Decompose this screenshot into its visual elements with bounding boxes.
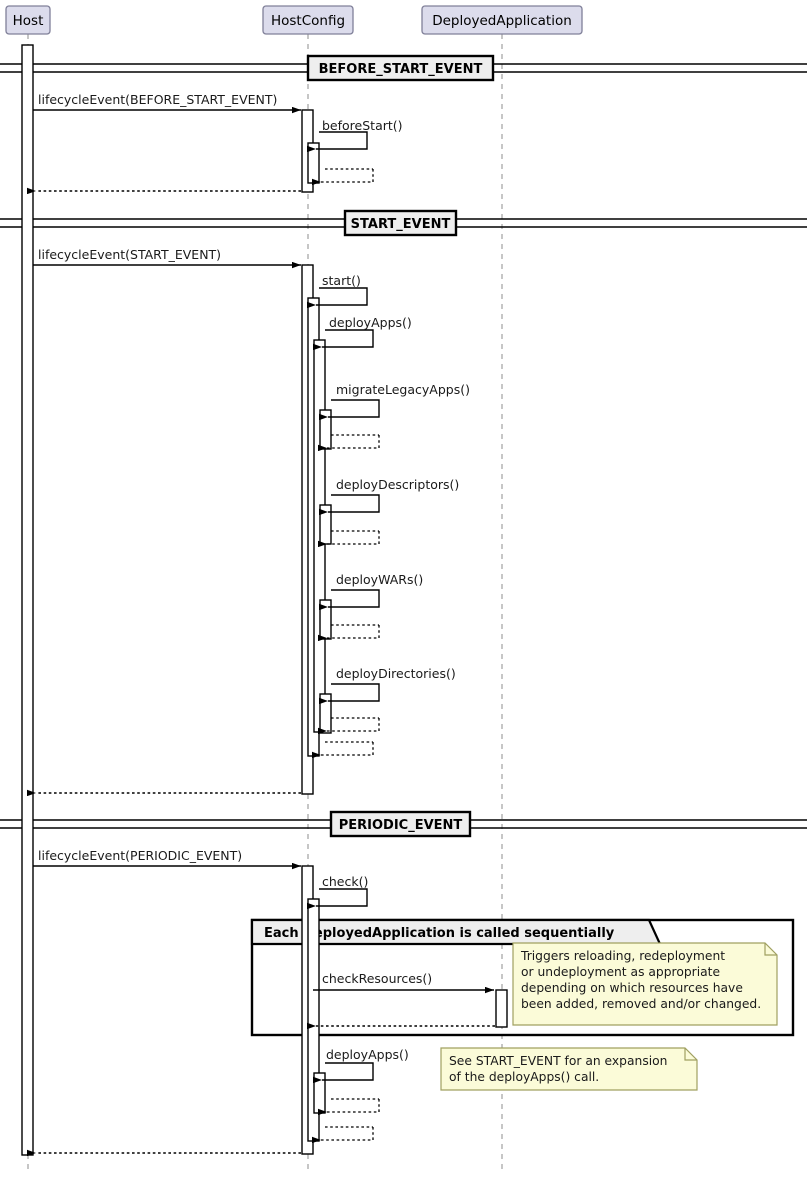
- participant-label: HostConfig: [271, 13, 345, 29]
- message-label: beforeStart(): [322, 118, 403, 133]
- self-return-arrow: [312, 169, 374, 186]
- message-m6: start(): [307, 273, 368, 309]
- group-label: Each DeployedApplication is called seque…: [264, 926, 615, 941]
- message-m15: [318, 717, 380, 735]
- participant-box[interactable]: [262, 5, 354, 35]
- message-m1: lifecycleEvent(BEFORE_START_EVENT): [33, 92, 301, 114]
- note-note1: Triggers reloading, redeployment or undep…: [512, 942, 778, 1026]
- message-label: lifecycleEvent(START_EVENT): [38, 247, 221, 262]
- note-note2: See START_EVENT for an expansion of the d…: [440, 1047, 698, 1091]
- self-return-arrow: [318, 625, 380, 642]
- participant-hostconfig[interactable]: HostConfig: [262, 5, 354, 35]
- participant-box[interactable]: [5, 5, 51, 35]
- activation-bar: [319, 599, 332, 640]
- message-m7: deployApps(): [313, 315, 412, 351]
- activation-bar: [495, 989, 508, 1028]
- message-m2: beforeStart(): [307, 118, 403, 153]
- activation-bar: [21, 44, 34, 1156]
- participants-layer: Host HostConfig DeployedApplication: [5, 5, 583, 35]
- notes-layer: Triggers reloading, redeployment or undep…: [440, 942, 778, 1091]
- activation-bar: [313, 1072, 326, 1114]
- activation-bar: [319, 504, 332, 545]
- self-call-arrow: [313, 329, 374, 351]
- message-m20: checkResources(): [313, 971, 494, 994]
- self-call-arrow: [307, 131, 368, 153]
- self-return-arrow: [318, 1099, 380, 1116]
- message-m13: [318, 624, 380, 642]
- message-m10: deployDescriptors(): [319, 477, 459, 516]
- message-m22: deployApps(): [313, 1047, 409, 1084]
- note-fold-corner: [684, 1048, 697, 1061]
- message-label: lifecycleEvent(BEFORE_START_EVENT): [38, 92, 277, 107]
- section-divider: PERIODIC_EVENT: [0, 810, 807, 838]
- message-m9: [318, 434, 380, 452]
- note-line: of the deployApps() call.: [449, 1070, 599, 1084]
- message-m16: [312, 741, 374, 759]
- message-label: deployApps(): [326, 1047, 409, 1062]
- message-label: checkResources(): [322, 971, 432, 986]
- message-m19: check(): [307, 874, 368, 910]
- message-m11: [318, 530, 380, 548]
- message-m5: lifecycleEvent(START_EVENT): [33, 247, 301, 269]
- section-divider: BEFORE_START_EVENT: [0, 54, 807, 82]
- note-line: or undeployment as appropriate: [521, 965, 720, 979]
- message-m18: lifecycleEvent(PERIODIC_EVENT): [33, 848, 301, 870]
- group-frames-layer: Each DeployedApplication is called seque…: [250, 918, 795, 1037]
- self-return-arrow: [318, 435, 380, 452]
- self-call-arrow: [307, 888, 368, 910]
- divider-label-box: [329, 810, 472, 838]
- activation-bar: [319, 409, 332, 450]
- self-return-arrow: [312, 1127, 374, 1144]
- note-line: See START_EVENT for an expansion: [449, 1054, 667, 1068]
- activation-bar: [319, 693, 332, 734]
- message-m8: migrateLegacyApps(): [319, 382, 470, 421]
- self-call-arrow: [307, 287, 368, 309]
- message-m24: [312, 1126, 374, 1144]
- self-call-arrow: [313, 1062, 374, 1084]
- messages-layer: lifecycleEvent(BEFORE_START_EVENT)before…: [27, 92, 495, 1157]
- note-fold-corner: [764, 943, 777, 956]
- message-m12: deployWARs(): [319, 572, 423, 611]
- message-label: migrateLegacyApps(): [336, 382, 470, 397]
- note-body: [512, 942, 778, 1026]
- section-divider: START_EVENT: [0, 209, 807, 237]
- message-label: deployDirectories(): [336, 666, 456, 681]
- divider-label: BEFORE_START_EVENT: [319, 62, 483, 77]
- message-label: deployApps(): [329, 315, 412, 330]
- divider-label: PERIODIC_EVENT: [339, 818, 463, 833]
- message-m3: [312, 168, 374, 186]
- self-return-arrow: [318, 718, 380, 735]
- message-label: check(): [322, 874, 368, 889]
- divider-label: START_EVENT: [351, 217, 451, 232]
- self-call-arrow: [319, 494, 380, 516]
- message-label: lifecycleEvent(PERIODIC_EVENT): [38, 848, 242, 863]
- lifelines-layer: [27, 34, 503, 1171]
- message-m14: deployDirectories(): [319, 666, 456, 705]
- message-label: deployDescriptors(): [336, 477, 459, 492]
- self-return-arrow: [312, 742, 374, 759]
- participant-host[interactable]: Host: [5, 5, 51, 35]
- message-label: deployWARs(): [336, 572, 423, 587]
- note-line: Triggers reloading, redeployment: [520, 949, 725, 963]
- message-label: start(): [322, 273, 361, 288]
- divider-label-box: [343, 209, 458, 237]
- participant-deployedapplication[interactable]: DeployedApplication: [421, 5, 583, 35]
- group-frame: Each DeployedApplication is called seque…: [250, 918, 795, 1037]
- self-call-arrow: [319, 589, 380, 611]
- note-line: depending on which resources have: [521, 981, 743, 995]
- self-call-arrow: [319, 683, 380, 705]
- note-line: been added, removed and/or changed.: [521, 997, 761, 1011]
- self-call-arrow: [319, 399, 380, 421]
- section-dividers-layer: BEFORE_START_EVENT START_EVENT PERIODIC_EV…: [0, 54, 807, 838]
- self-return-arrow: [318, 531, 380, 548]
- note-body: [440, 1047, 698, 1091]
- participant-label: DeployedApplication: [432, 13, 572, 29]
- participant-label: Host: [13, 13, 44, 29]
- divider-label-box: [306, 54, 495, 82]
- message-m23: [318, 1098, 380, 1116]
- participant-box[interactable]: [421, 5, 583, 35]
